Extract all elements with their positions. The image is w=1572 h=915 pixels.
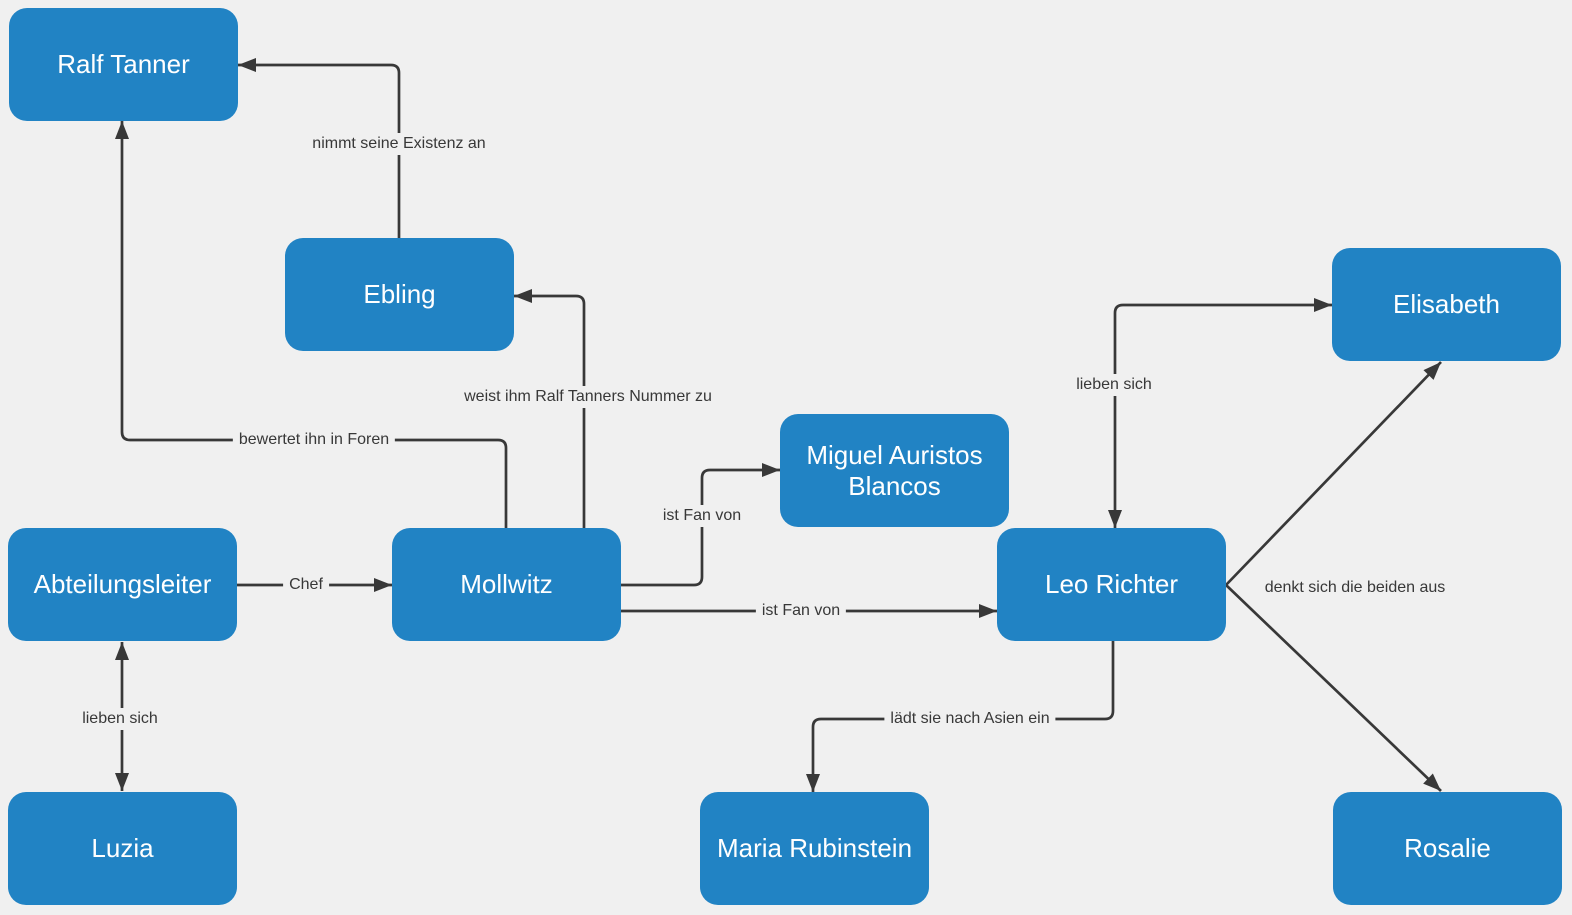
node-rosalie[interactable]: Rosalie — [1333, 792, 1562, 905]
node-label: Abteilungsleiter — [33, 569, 212, 599]
node-maria-rubinstein[interactable]: Maria Rubinstein — [700, 792, 929, 905]
node-label: Leo Richter — [1045, 569, 1178, 599]
node-label: Elisabeth — [1393, 289, 1500, 319]
node-label: Rosalie — [1404, 833, 1491, 863]
node-miguel-auristos-blancos[interactable]: Miguel Auristos Blancos — [780, 414, 1009, 527]
node-label: Maria Rubinstein — [716, 833, 913, 863]
edge-label-nimmt-seine-existenz-an: nimmt seine Existenz an — [306, 133, 492, 155]
node-abteilungsleiter[interactable]: Abteilungsleiter — [8, 528, 237, 641]
edge-label-laedt-sie-nach-asien-ein: lädt sie nach Asien ein — [884, 708, 1056, 730]
edge-mollwitz-to-ebling[interactable] — [514, 289, 586, 528]
edge-mollwitz-to-miguel[interactable] — [621, 463, 780, 587]
edge-leo-richter-denkt-elisabeth[interactable] — [1225, 361, 1442, 586]
node-label: Mollwitz — [460, 569, 553, 599]
edge-label-denkt-sich-die-beiden-aus: denkt sich die beiden aus — [1258, 577, 1452, 599]
edge-leo-richter-denkt-rosalie[interactable] — [1225, 584, 1442, 792]
node-elisabeth[interactable]: Elisabeth — [1332, 248, 1561, 361]
edge-label-weist-nummer-zu: weist ihm Ralf Tanners Nummer zu — [458, 386, 718, 408]
node-label: Luzia — [91, 833, 154, 863]
node-luzia[interactable]: Luzia — [8, 792, 237, 905]
node-mollwitz[interactable]: Mollwitz — [392, 528, 621, 641]
edge-ebling-to-ralf-tanner[interactable] — [238, 58, 401, 238]
edge-label-lieben-sich-leo-elisabeth: lieben sich — [1070, 374, 1158, 396]
edge-label-chef: Chef — [283, 574, 329, 596]
node-label: Ralf Tanner — [57, 49, 190, 79]
edge-label-lieben-sich-abteilungsleiter-luzia: lieben sich — [76, 708, 164, 730]
node-ralf-tanner[interactable]: Ralf Tanner — [9, 8, 238, 121]
node-ebling[interactable]: Ebling — [285, 238, 514, 351]
edge-label-ist-fan-von-miguel: ist Fan von — [656, 505, 748, 527]
node-label: Ebling — [363, 279, 436, 309]
edge-label-ist-fan-von-leo: ist Fan von — [755, 600, 847, 622]
node-leo-richter[interactable]: Leo Richter — [997, 528, 1226, 641]
edge-leo-richter-elisabeth-lieben[interactable] — [1108, 298, 1332, 528]
edge-label-bewertet-ihn-in-foren: bewertet ihn in Foren — [232, 429, 396, 451]
node-label: Miguel Auristos Blancos — [806, 439, 983, 501]
